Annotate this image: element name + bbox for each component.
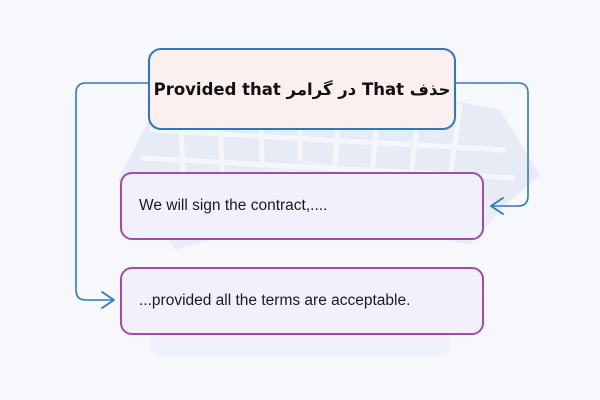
connector-right	[456, 82, 529, 207]
arrow-right-icon	[490, 197, 504, 215]
arrow-right-icon	[101, 291, 115, 309]
sentence-main-clause: We will sign the contract,....	[139, 197, 328, 214]
connector-left	[75, 82, 148, 301]
sentence-box-main-clause: We will sign the contract,....	[120, 172, 484, 240]
title-box: حذف That در گرامر Provided that	[148, 48, 456, 130]
sentence-box-condition-clause: ...provided all the terms are acceptable…	[120, 267, 484, 335]
sentence-condition-clause: ...provided all the terms are acceptable…	[139, 292, 411, 309]
diagram-title: حذف That در گرامر Provided that	[153, 79, 451, 99]
